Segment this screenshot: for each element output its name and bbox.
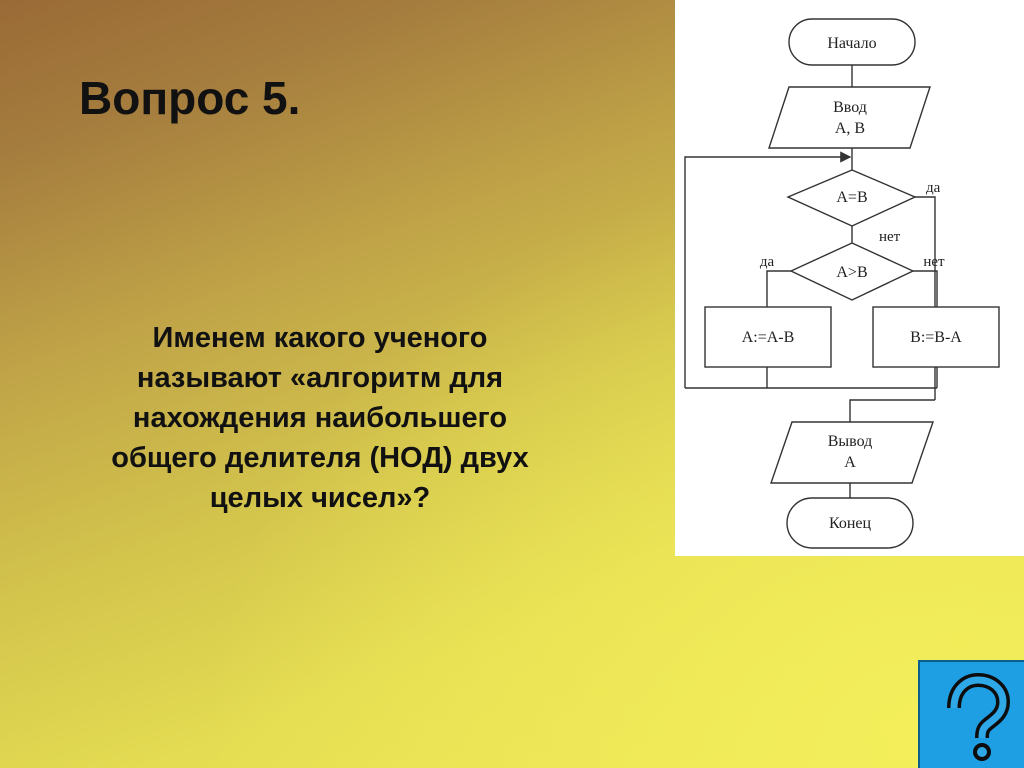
condition-equal-label: А=В bbox=[836, 189, 867, 206]
input-label: Ввод bbox=[833, 99, 867, 116]
assign-b-label: В:=В-А bbox=[910, 329, 962, 346]
start-label: Начало bbox=[827, 35, 876, 52]
help-button[interactable] bbox=[918, 660, 1024, 768]
input-variables: А, В bbox=[835, 120, 865, 137]
flowchart-diagram: Начало Ввод А, В А=В да нет А>В да нет А… bbox=[684, 18, 1000, 549]
to-output-line bbox=[849, 399, 935, 422]
yes-branch-line bbox=[915, 196, 936, 400]
end-label: Конец bbox=[829, 515, 872, 532]
question-line: Именем какого ученого bbox=[152, 322, 488, 354]
slide-title: Вопрос 5. bbox=[79, 72, 301, 124]
condition-greater-label: А>В bbox=[836, 264, 867, 281]
end-terminator bbox=[786, 497, 914, 549]
flowchart-panel: Начало Ввод А, В А=В да нет А>В да нет А… bbox=[675, 0, 1024, 556]
decision-greater-diamond bbox=[789, 242, 915, 301]
no-greater-branch bbox=[913, 270, 938, 307]
output-variable: А bbox=[844, 454, 856, 471]
input-parallelogram bbox=[768, 86, 931, 149]
question-line: нахождения наибольшего bbox=[132, 402, 508, 434]
no-greater-label: нет bbox=[923, 254, 945, 270]
no-equal-label: нет bbox=[879, 229, 901, 245]
question-line: общего делителя (НОД) двух bbox=[111, 442, 529, 474]
yes-greater-branch bbox=[766, 270, 791, 307]
output-label: Вывод bbox=[828, 433, 873, 450]
loop-return-line bbox=[684, 151, 852, 388]
question-mark-icon bbox=[947, 672, 1011, 761]
assign-b-box bbox=[872, 306, 1000, 368]
yes-equal-label: да bbox=[926, 180, 941, 196]
assign-a-box bbox=[704, 306, 832, 368]
question-text: Именем какого ученого называют «алгоритм… bbox=[40, 318, 600, 518]
yes-greater-label: да bbox=[760, 254, 775, 270]
assign-a-label: А:=А-В bbox=[742, 329, 795, 346]
output-parallelogram bbox=[770, 421, 934, 484]
question-line: целых чисел»? bbox=[209, 482, 431, 514]
question-line: называют «алгоритм для bbox=[136, 362, 504, 394]
